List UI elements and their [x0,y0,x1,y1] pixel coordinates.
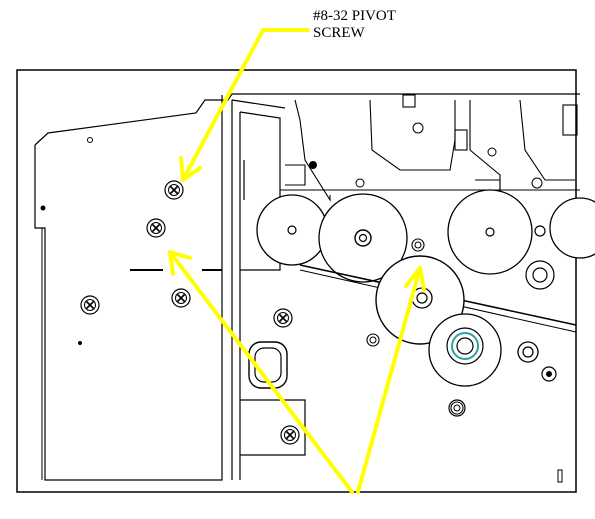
housing-hole [412,122,424,134]
small-gear [517,341,539,363]
plate-screw [80,295,100,315]
upper-housing [280,94,580,202]
housing-hole [309,161,317,169]
small-screw [450,401,464,415]
housing-hole [487,147,497,157]
plate-screw [171,288,191,308]
arrow-icon [168,28,426,494]
side-plate [34,93,580,481]
callout-line-1: #8-32 PIVOT [313,8,396,24]
mounting-bracket [231,99,306,480]
pivot-screw-lower [146,218,166,238]
plate-hole [87,137,93,143]
figure-border [16,69,577,493]
plate-hole [40,205,46,211]
pivot-screw-callout: #8-32 PIVOT SCREW [313,8,396,42]
plate-hole [78,341,82,345]
frame-tab [557,469,563,483]
callout-line-2: SCREW [313,25,365,41]
roller-screw [411,238,425,252]
small-screw [366,333,380,347]
housing-hole [531,177,543,189]
bracket-screw [280,425,300,445]
roller-hubs [287,225,555,290]
bracket-screw [273,308,293,328]
pivot-screw-upper [164,180,184,200]
roller [549,197,595,259]
housing-hole [355,178,365,188]
drive-pulley [428,313,502,387]
